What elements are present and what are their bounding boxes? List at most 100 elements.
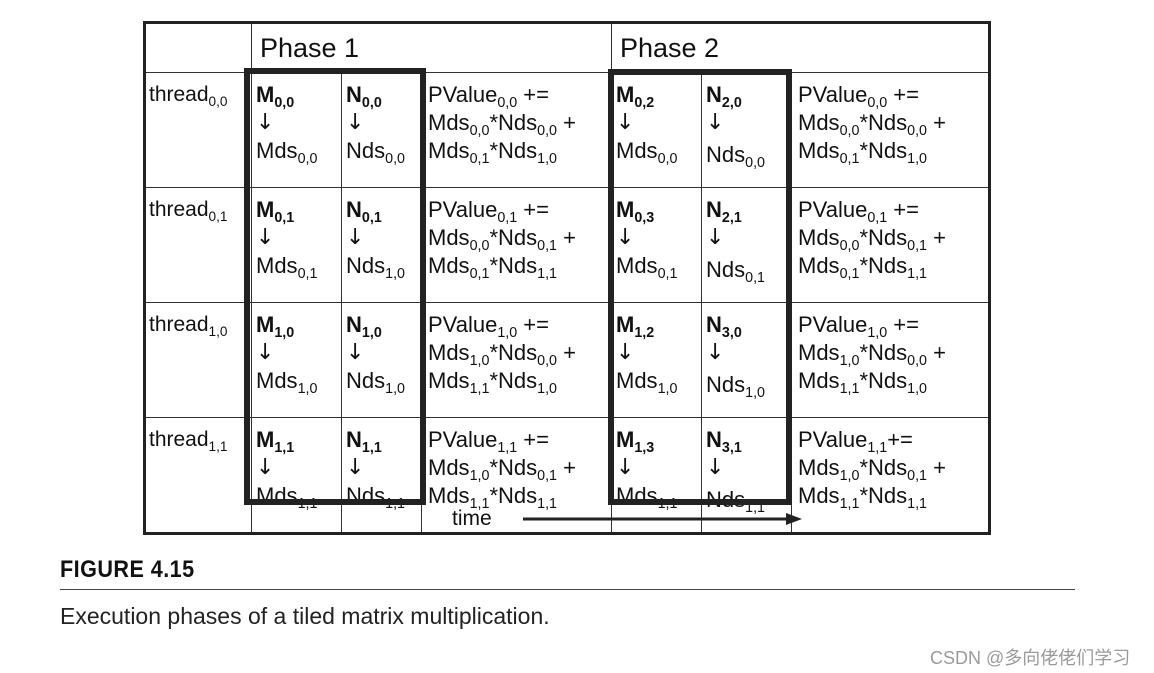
thread-label: thread1,1 bbox=[144, 417, 252, 534]
phase-2-n-load: N2,1↓Nds0,1 bbox=[701, 187, 792, 303]
m-source-letter: M bbox=[616, 82, 635, 107]
thread-name: thread bbox=[149, 428, 209, 451]
n-dest-name: Nds bbox=[706, 257, 746, 282]
accumulate-operator: += bbox=[887, 197, 919, 222]
n-source-letter: N bbox=[346, 312, 362, 337]
plus-operator: + bbox=[927, 340, 946, 365]
product-term-2: Mds0,1*Nds1,0 bbox=[428, 137, 607, 167]
mds-term-index: 1,0 bbox=[839, 468, 860, 484]
m-source: M1,1 bbox=[256, 426, 337, 455]
down-arrow-icon: ↓ bbox=[256, 110, 275, 135]
corner-cell bbox=[144, 22, 252, 73]
mds-term: Mds bbox=[428, 483, 470, 508]
m-source-letter: M bbox=[256, 427, 275, 452]
accumulate-operator: += bbox=[887, 312, 919, 337]
accumulate-operator: += bbox=[887, 427, 913, 452]
m-source-letter: M bbox=[256, 312, 275, 337]
m-source: M0,2 bbox=[616, 81, 697, 110]
mds-term-index: 0,0 bbox=[469, 123, 490, 139]
m-source-index: 0,0 bbox=[274, 95, 295, 111]
product-term-2: Mds1,1*Nds1,0 bbox=[428, 367, 607, 396]
phase-2-m-load: M1,2↓Mds1,0 bbox=[611, 302, 702, 418]
product-term-1: Mds1,0*Nds0,1 + bbox=[798, 454, 984, 484]
nds-term-index: 0,0 bbox=[907, 123, 927, 139]
m-source-index: 1,3 bbox=[634, 440, 655, 456]
pvalue-name: PValue bbox=[428, 197, 498, 222]
m-shared-dest: Mds0,1 bbox=[616, 252, 697, 282]
m-source-index: 1,0 bbox=[274, 325, 295, 341]
n-source-letter: N bbox=[706, 312, 722, 337]
n-dest-name: Nds bbox=[346, 253, 386, 278]
nds-term: *Nds bbox=[489, 110, 538, 135]
m-source: M1,0 bbox=[256, 311, 337, 341]
pvalue-name: PValue bbox=[428, 312, 498, 337]
m-shared-dest: Mds0,0 bbox=[256, 137, 337, 167]
pvalue-index: 1,0 bbox=[867, 325, 888, 341]
phase-1-pvalue: PValue1,1 +=Mds1,0*Nds0,1 +Mds1,1*Nds1,1 bbox=[421, 417, 612, 534]
mds-term: Mds bbox=[798, 340, 840, 365]
phase-2-n-load: N2,0↓Nds0,0 bbox=[701, 72, 792, 188]
m-source: M0,1 bbox=[256, 196, 337, 225]
m-dest-name: Mds bbox=[616, 138, 658, 163]
m-dest-name: Mds bbox=[616, 253, 658, 278]
mds-term-index: 1,0 bbox=[839, 353, 860, 369]
m-source-letter: M bbox=[256, 82, 275, 107]
mds-term-index: 1,1 bbox=[839, 496, 860, 512]
n-source-index: 1,0 bbox=[361, 325, 382, 341]
nds-term: *Nds bbox=[859, 340, 908, 365]
plus-operator: + bbox=[927, 225, 946, 250]
down-arrow-icon: ↓ bbox=[256, 455, 275, 480]
mds-term: Mds bbox=[798, 253, 840, 278]
phase-1-m-load: M1,1↓Mds1,1 bbox=[251, 417, 342, 534]
mds-term: Mds bbox=[428, 138, 470, 163]
phase-2-pvalue: PValue0,1 +=Mds0,0*Nds0,1 +Mds0,1*Nds1,1 bbox=[791, 187, 990, 303]
thread-index: 1,1 bbox=[208, 438, 228, 454]
down-arrow-icon: ↓ bbox=[256, 225, 275, 250]
m-dest-name: Mds bbox=[256, 138, 298, 163]
mds-term-index: 0,1 bbox=[469, 151, 490, 167]
nds-term-index: 0,1 bbox=[537, 238, 557, 254]
phase-2-m-load: M0,3↓Mds0,1 bbox=[611, 187, 702, 303]
thread-label: thread1,0 bbox=[144, 302, 252, 418]
nds-term: *Nds bbox=[489, 455, 538, 480]
n-dest-index: 0,0 bbox=[745, 155, 765, 171]
pvalue-index: 1,1 bbox=[867, 440, 888, 456]
phase-2-pvalue: PValue1,1+=Mds1,0*Nds0,1 +Mds1,1*Nds1,1 bbox=[791, 417, 990, 534]
n-source: N0,1 bbox=[346, 196, 417, 225]
nds-term: *Nds bbox=[489, 138, 538, 163]
mds-term: Mds bbox=[428, 368, 470, 393]
down-arrow-icon: ↓ bbox=[616, 225, 635, 250]
product-term-1: Mds1,0*Nds0,1 + bbox=[428, 454, 607, 483]
n-source-letter: N bbox=[346, 427, 362, 452]
n-shared-dest: Nds1,0 bbox=[346, 367, 417, 397]
time-arrow bbox=[523, 513, 802, 525]
n-source-index: 1,1 bbox=[361, 440, 382, 456]
n-shared-dest: Nds0,0 bbox=[346, 137, 417, 167]
plus-operator: + bbox=[557, 110, 576, 135]
down-arrow-icon: ↓ bbox=[616, 110, 635, 135]
m-shared-dest: Mds0,1 bbox=[256, 252, 337, 282]
product-term-2: Mds0,1*Nds1,0 bbox=[798, 137, 984, 166]
product-term-2: Mds1,1*Nds1,1 bbox=[798, 482, 984, 512]
n-source: N0,0 bbox=[346, 81, 417, 110]
pvalue-line: PValue0,1 += bbox=[428, 196, 607, 225]
pvalue-line: PValue0,0 += bbox=[798, 81, 984, 110]
nds-term: *Nds bbox=[859, 110, 908, 135]
phase-2-header: Phase 2 bbox=[611, 22, 990, 73]
n-source: N2,0 bbox=[706, 81, 787, 110]
m-dest-index: 1,0 bbox=[657, 381, 678, 397]
n-source: N1,0 bbox=[346, 311, 417, 341]
down-arrow-icon: ↓ bbox=[706, 225, 725, 250]
phase-1-n-load: N0,0↓Nds0,0 bbox=[341, 72, 422, 188]
mds-term: Mds bbox=[428, 225, 470, 250]
n-dest-name: Nds bbox=[346, 368, 386, 393]
m-source: M1,3 bbox=[616, 426, 697, 456]
pvalue-line: PValue0,1 += bbox=[798, 196, 984, 225]
figure-caption: Execution phases of a tiled matrix multi… bbox=[60, 603, 550, 629]
m-source-index: 1,2 bbox=[634, 325, 655, 341]
thread-index: 1,0 bbox=[208, 323, 228, 339]
m-source-index: 0,3 bbox=[634, 210, 655, 226]
